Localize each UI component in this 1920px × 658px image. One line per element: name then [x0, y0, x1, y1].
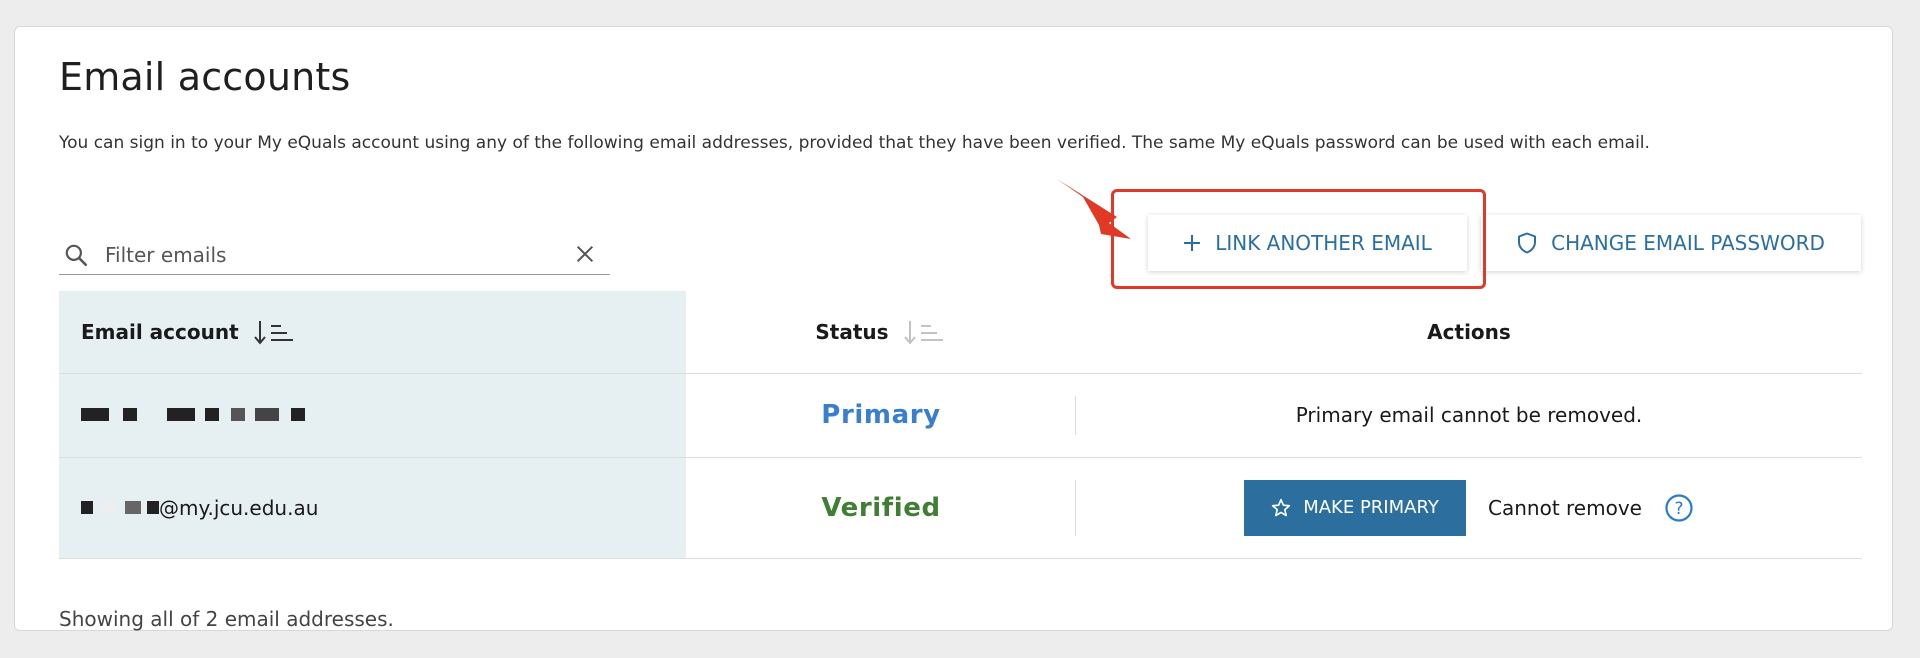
column-header-email-label: Email account [81, 319, 239, 344]
actions-cell: MAKE PRIMARY Cannot remove ? [1076, 456, 1862, 559]
plus-icon [1184, 235, 1201, 251]
redacted-email [81, 407, 305, 421]
table-row: Primary Primary email cannot be removed. [59, 372, 1862, 457]
link-another-email-button[interactable]: LINK ANOTHER EMAIL [1148, 215, 1467, 271]
primary-cannot-remove-text: Primary email cannot be removed. [1295, 403, 1643, 427]
shield-icon [1518, 232, 1537, 254]
column-header-email[interactable]: Email account [59, 291, 686, 373]
page-title: Email accounts [59, 55, 351, 99]
status-badge: Verified [821, 492, 941, 523]
page-description: You can sign in to your My eQuals accoun… [59, 133, 1650, 153]
email-accounts-table: Email account Status [59, 291, 1862, 559]
change-email-password-button[interactable]: CHANGE EMAIL PASSWORD [1481, 215, 1861, 271]
email-address: @my.jcu.edu.au [81, 496, 318, 520]
svg-text:?: ? [1674, 499, 1683, 519]
close-icon[interactable] [574, 243, 596, 265]
email-accounts-card: Email accounts You can sign in to your M… [14, 26, 1893, 631]
table-row: @my.jcu.edu.au Verified MAKE PRIMARY [59, 456, 1862, 559]
filter-field [59, 235, 610, 275]
highlight-box [1111, 189, 1486, 289]
email-domain-text: @my.jcu.edu.au [159, 495, 319, 520]
filter-emails-input[interactable] [103, 239, 527, 271]
actions-cell: Primary email cannot be removed. [1076, 372, 1862, 457]
link-another-email-label: LINK ANOTHER EMAIL [1215, 231, 1432, 255]
star-icon [1272, 498, 1291, 516]
results-summary: Showing all of 2 email addresses. [59, 607, 394, 631]
sort-icon[interactable] [253, 318, 297, 346]
status-cell: Verified [686, 456, 1076, 559]
email-cell [59, 372, 686, 457]
status-cell: Primary [686, 372, 1076, 457]
sort-icon[interactable] [903, 318, 947, 346]
make-primary-label: MAKE PRIMARY [1303, 497, 1439, 518]
help-circle-icon[interactable]: ? [1664, 493, 1694, 523]
table-header-row: Email account Status [59, 291, 1862, 373]
email-cell: @my.jcu.edu.au [59, 456, 686, 559]
make-primary-button[interactable]: MAKE PRIMARY [1244, 479, 1467, 536]
cannot-remove-text: Cannot remove [1488, 495, 1642, 520]
column-header-status-label: Status [815, 319, 889, 344]
column-header-status[interactable]: Status [686, 291, 1076, 373]
search-icon [65, 244, 88, 267]
status-badge: Primary [821, 400, 941, 430]
column-header-actions: Actions [1427, 319, 1511, 344]
change-email-password-label: CHANGE EMAIL PASSWORD [1551, 231, 1825, 255]
annotation-arrow-icon [1057, 179, 1131, 239]
